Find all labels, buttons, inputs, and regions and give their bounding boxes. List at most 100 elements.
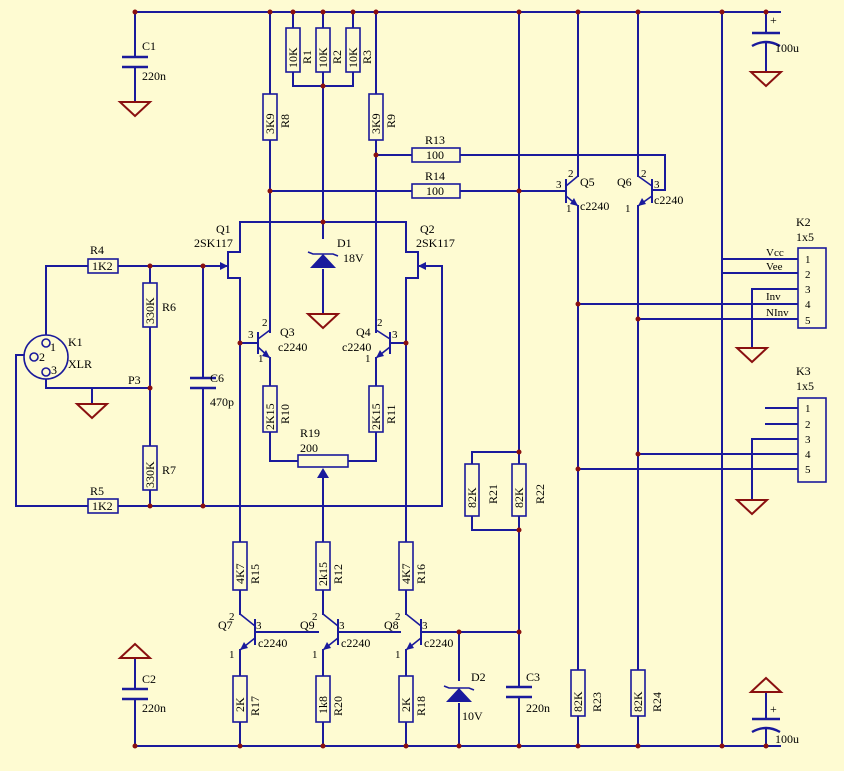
components-r3-ref-label: R3	[360, 50, 374, 64]
pin_numbers-two-label: 2	[568, 168, 574, 180]
wires	[15, 11, 799, 747]
components-q6-value-label: c2240	[654, 193, 683, 207]
bjt-q3: 2 3 1 Q3 c2240	[248, 317, 307, 365]
pin_numbers-two-label: 2	[262, 317, 268, 329]
components-k2-nets-3-label: NInv	[766, 307, 789, 319]
resistor-r16: 4K7 R16	[398, 541, 428, 591]
components-q4-value-label: c2240	[342, 340, 371, 354]
cbig-bot-value: 100u	[775, 732, 799, 746]
pin_numbers-one-label: 1	[258, 353, 264, 365]
c2-ref: C2	[142, 672, 156, 686]
components-r7-ref-label: R7	[162, 463, 176, 477]
components-r4-value-label: 1K2	[92, 259, 113, 273]
components-r8-value-label: 3K9	[263, 113, 277, 134]
components-r11-value-label: 2K15	[369, 403, 383, 430]
c1-value: 220n	[142, 69, 166, 83]
components-r15-value-label: 4K7	[233, 563, 247, 584]
junctions	[132, 9, 769, 749]
components-r16-ref-label: R16	[414, 564, 428, 584]
bjt-q4: 2 3 1 Q4 c2240	[342, 317, 398, 365]
components-q4-ref-label: Q4	[356, 325, 371, 339]
pin_numbers-one-label: 1	[395, 649, 401, 661]
components-k3-pins-2-label: 3	[805, 434, 811, 446]
pin_numbers-three-label: 3	[422, 620, 428, 632]
resistor-r3: 10K R3	[345, 27, 374, 73]
components-k3-ref-label: K3	[796, 364, 811, 378]
components-r19-ref-label: R19	[300, 426, 320, 440]
components-k2-pins-3-label: 4	[805, 299, 811, 311]
pin_numbers-one-label: 1	[312, 649, 318, 661]
components-q2-value-label: 2SK117	[416, 236, 455, 250]
components-r1-value-label: 10K	[286, 47, 300, 68]
pin_numbers-one-label: 1	[566, 203, 572, 215]
bjt-q5: 2 3 1 Q5 c2240	[556, 168, 609, 215]
components-r10-value-label: 2K15	[263, 403, 277, 430]
components-r2-value-label: 10K	[316, 47, 330, 68]
capacitor-c6: C6 470p	[190, 371, 234, 409]
components-r23-ref-label: R23	[590, 692, 604, 712]
pin_numbers-two-label: 2	[641, 168, 647, 180]
components-r24-value-label: 82K	[631, 691, 645, 712]
components-k1-pin3-label: 3	[51, 363, 57, 377]
resistor-r7: 330K R7	[142, 445, 176, 491]
cbig-top-value: 100u	[775, 41, 799, 55]
components-r4-ref-label: R4	[90, 243, 104, 257]
capacitor-c2: C2 220n	[122, 672, 166, 715]
components-k1-value-label: XLR	[68, 357, 92, 371]
components-k1-pin1-label: 1	[50, 340, 56, 354]
pin_numbers-one-label: 1	[365, 353, 371, 365]
capacitor-100u-top: + 100u	[751, 13, 799, 55]
cbig-top-plus: +	[770, 13, 777, 27]
c2-value: 220n	[142, 701, 166, 715]
components-r6-value-label: 330K	[143, 297, 157, 324]
components-r22-ref-label: R22	[533, 484, 547, 504]
components-r12-value-label: 2k15	[316, 562, 330, 586]
pin_numbers-three-label: 3	[556, 179, 562, 191]
cbig-bot-plus: +	[770, 702, 777, 716]
components-r20-ref-label: R20	[331, 696, 345, 716]
resistor-r15: 4K7 R15	[232, 541, 262, 591]
resistor-r11: 2K15 R11	[368, 385, 398, 433]
resistor-r17: 2K R17	[232, 675, 262, 723]
components-k3-pins-0-label: 1	[805, 403, 811, 415]
bjt-q7: 2 3 1 Q7 c2240	[218, 611, 287, 661]
components-d2-value-label: 10V	[462, 709, 483, 723]
zener-d1: D1 18V	[307, 236, 364, 268]
components-q3-ref-label: Q3	[280, 325, 295, 339]
components-k2-pins-1-label: 2	[805, 269, 811, 281]
components-r10-ref-label: R10	[278, 404, 292, 424]
pin_numbers-one-label: 1	[229, 649, 235, 661]
zener-d2: D2 10V	[443, 670, 486, 723]
p3-label: P3	[128, 373, 141, 387]
xlr-connector-k1: 1 2 3 K1 XLR P3	[23, 334, 141, 387]
components-k2-nets-1-label: Vee	[766, 261, 783, 273]
components-r5-value-label: 1K2	[92, 499, 113, 513]
components-r12-ref-label: R12	[331, 564, 345, 584]
jfet-q1: Q1 2SK117	[194, 222, 241, 279]
connector-k2: K2 1x5 1 2 3 4 5 Vcc Vee Inv NInv	[766, 215, 827, 329]
pin_numbers-three-label: 3	[654, 179, 660, 191]
components-r24-ref-label: R24	[650, 692, 664, 712]
ground-symbols	[74, 71, 784, 693]
pin_numbers-three-label: 3	[248, 329, 254, 341]
resistor-r20: 1k8 R20	[315, 675, 345, 723]
components-r13-value-label: 100	[426, 148, 444, 162]
components-r3-value-label: 10K	[346, 47, 360, 68]
components-q5-ref-label: Q5	[580, 175, 595, 189]
components-r23-value-label: 82K	[571, 691, 585, 712]
resistor-r18: 2K R18	[398, 675, 428, 723]
components-d2-ref-label: D2	[471, 670, 486, 684]
components-r9-value-label: 3K9	[369, 113, 383, 134]
resistor-r24: 82K R24	[630, 669, 664, 717]
components-r22-value-label: 82K	[512, 487, 526, 508]
c3-value: 220n	[526, 701, 550, 715]
resistor-r4: R4 1K2	[87, 243, 119, 274]
components-r14-value-label: 100	[426, 184, 444, 198]
components-r16-value-label: 4K7	[399, 563, 413, 584]
potentiometer-r19: R19 200	[297, 426, 349, 478]
components-r13-ref-label: R13	[425, 133, 445, 147]
pin_numbers-two-label: 2	[395, 611, 401, 623]
resistor-r5: R5 1K2	[87, 484, 119, 514]
jfet-q2: Q2 2SK117	[405, 222, 455, 279]
